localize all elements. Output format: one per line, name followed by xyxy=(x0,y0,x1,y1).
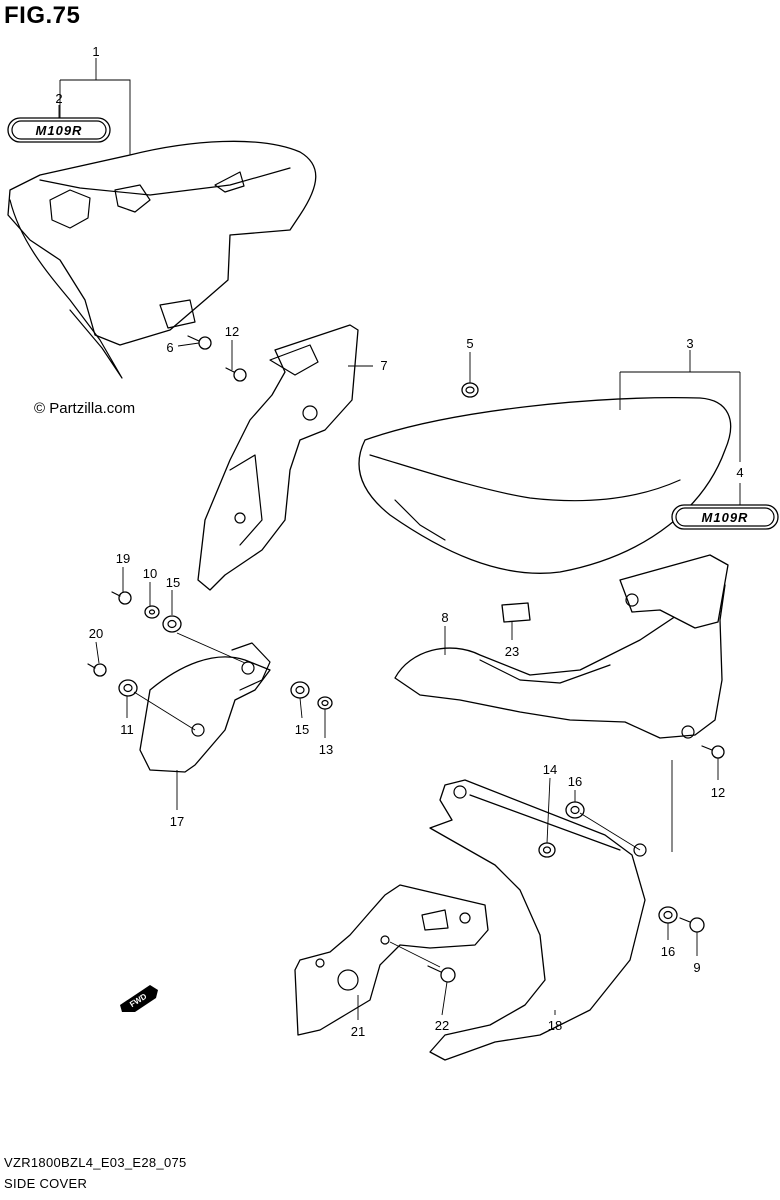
emblem-right[interactable]: M109R xyxy=(671,504,779,530)
callout-15-lower: 15 xyxy=(295,722,309,737)
collar-13[interactable] xyxy=(317,696,333,710)
callout-labels: 1 2 3 4 5 6 7 8 9 10 11 12 12 13 14 15 1… xyxy=(55,44,743,1039)
callout-6: 6 xyxy=(166,340,173,355)
emblem-left[interactable]: M109R xyxy=(7,117,111,143)
callout-12-lower: 12 xyxy=(711,785,725,800)
callout-23: 23 xyxy=(505,644,519,659)
callout-16-lower: 16 xyxy=(661,944,675,959)
pad-23[interactable] xyxy=(501,602,531,623)
left-side-cover[interactable] xyxy=(7,140,317,379)
figure-title: FIG.75 xyxy=(4,2,81,29)
emblem-left-text: M109R xyxy=(36,123,83,138)
callout-8: 8 xyxy=(441,610,448,625)
inner-cover-8[interactable] xyxy=(394,554,729,739)
screw-12-lower[interactable] xyxy=(701,745,725,759)
screw-12-upper[interactable] xyxy=(225,367,247,382)
callout-17: 17 xyxy=(170,814,184,829)
bolt-20[interactable] xyxy=(87,663,107,677)
diagram-code: VZR1800BZL4_E03_E28_075 xyxy=(4,1155,187,1170)
callout-22: 22 xyxy=(435,1018,449,1033)
grommet-16-lower[interactable] xyxy=(658,906,678,924)
frame-cover-18[interactable] xyxy=(429,779,647,1061)
section-name: SIDE COVER xyxy=(4,1176,88,1191)
bolt-19[interactable] xyxy=(111,591,132,605)
grommet-16-upper[interactable] xyxy=(565,801,585,819)
callout-12-upper: 12 xyxy=(225,324,239,339)
callout-13: 13 xyxy=(319,742,333,757)
cover-17[interactable] xyxy=(139,642,271,773)
grommet-11[interactable] xyxy=(118,679,138,697)
leader-lines xyxy=(58,58,741,1020)
callout-1: 1 xyxy=(92,44,99,59)
callout-16-upper: 16 xyxy=(568,774,582,789)
callout-5: 5 xyxy=(466,336,473,351)
callout-4: 4 xyxy=(736,465,743,480)
callout-9: 9 xyxy=(693,960,700,975)
washer-10[interactable] xyxy=(144,605,160,619)
callout-7: 7 xyxy=(380,358,387,373)
collar-14[interactable] xyxy=(538,842,556,858)
callout-2: 2 xyxy=(55,91,62,106)
callout-20: 20 xyxy=(89,626,103,641)
bracket-7[interactable] xyxy=(197,324,359,591)
bracket-21[interactable] xyxy=(294,884,489,1036)
callout-18: 18 xyxy=(548,1018,562,1033)
callout-11: 11 xyxy=(120,722,134,737)
bolt-22[interactable] xyxy=(427,965,456,983)
right-side-cover[interactable] xyxy=(358,396,732,574)
callout-3: 3 xyxy=(686,336,693,351)
callout-15-upper: 15 xyxy=(166,575,180,590)
callout-10: 10 xyxy=(143,566,157,581)
copyright-notice: © Partzilla.com xyxy=(34,400,136,417)
forward-arrow: FWD xyxy=(120,985,158,1012)
callout-21: 21 xyxy=(351,1024,365,1039)
callout-19: 19 xyxy=(116,551,130,566)
grommet-15-upper[interactable] xyxy=(162,615,182,633)
bolt-9[interactable] xyxy=(679,917,705,933)
screw-6[interactable] xyxy=(187,335,212,350)
grommet-5[interactable] xyxy=(461,382,479,398)
grommet-15-lower[interactable] xyxy=(290,681,310,699)
emblem-right-text: M109R xyxy=(702,510,749,525)
callout-14: 14 xyxy=(543,762,557,777)
